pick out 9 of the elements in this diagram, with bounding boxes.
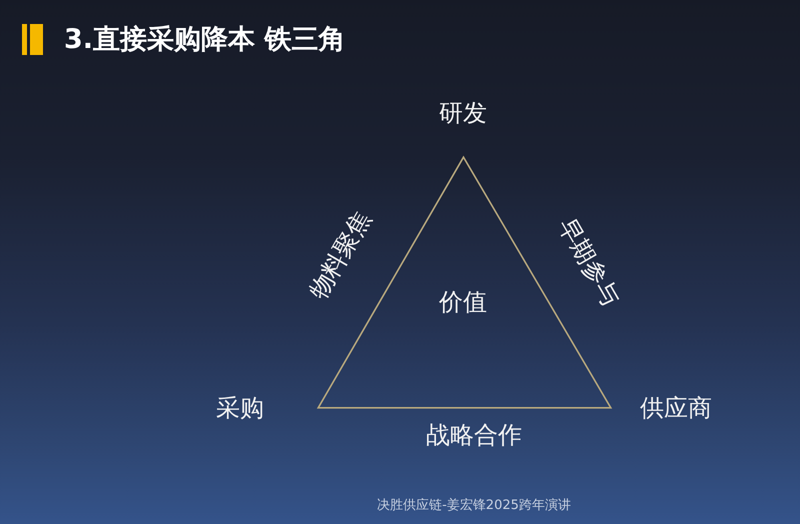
slide-title: 3.直接采购降本 铁三角	[64, 23, 346, 57]
vertex-label: 采购	[216, 393, 264, 423]
vertex-label: 供应商	[640, 393, 712, 423]
vertex-label: 研发	[439, 98, 487, 128]
side-label: 物料聚焦	[303, 206, 377, 304]
side-label: 战略合作	[426, 420, 522, 450]
side-label: 早期参与	[552, 212, 626, 312]
center-label: 价值	[439, 287, 487, 317]
footer-caption: 决胜供应链-姜宏锋2025跨年演讲	[377, 498, 571, 514]
